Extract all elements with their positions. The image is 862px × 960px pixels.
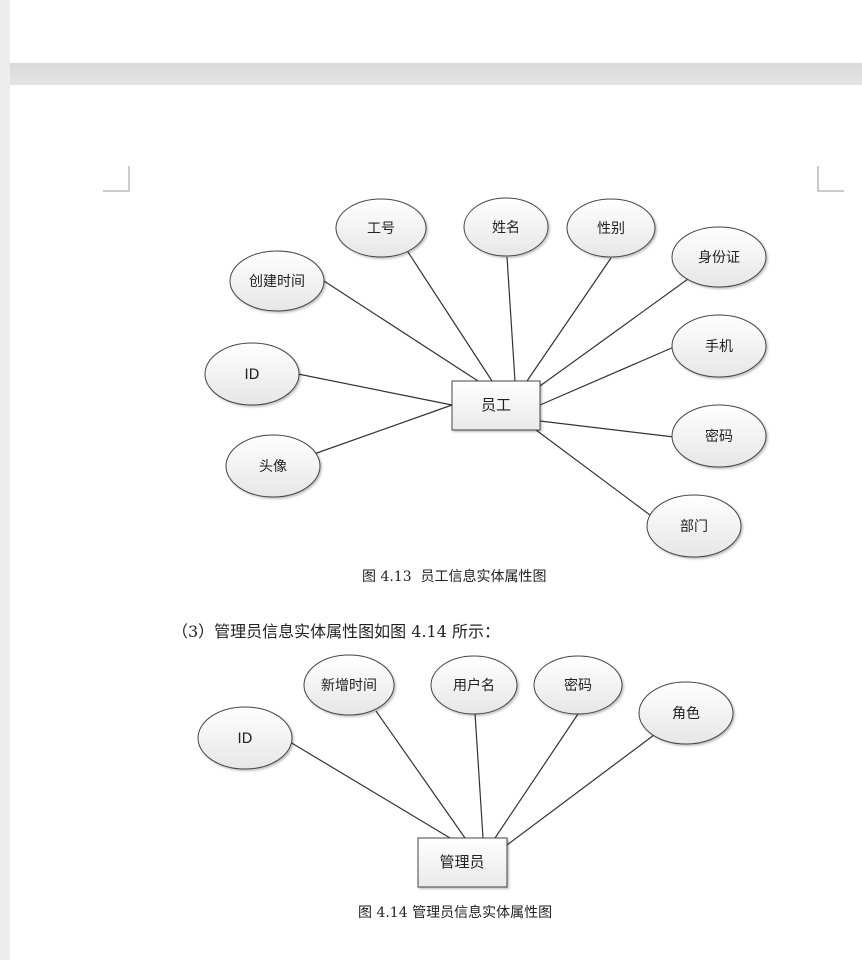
attr-ellipse: 密码 — [533, 655, 623, 715]
figure-caption: 图 4.13 员工信息实体属性图 — [362, 569, 547, 585]
attr-ellipse: 新增时间 — [303, 654, 395, 716]
attr-label: 创建时间 — [249, 274, 305, 290]
attr-label: 工号 — [367, 221, 395, 237]
attr-ellipse: 工号 — [335, 198, 427, 258]
previous-page — [10, 0, 862, 63]
attr-ellipse: 创建时间 — [229, 250, 325, 312]
figure2-entity: 管理员 — [417, 837, 508, 888]
attr-ellipse: 身份证 — [671, 226, 767, 288]
attr-ellipse: 部门 — [646, 494, 742, 558]
attr-ellipse: 头像 — [225, 434, 321, 498]
figure1-connectors — [297, 251, 689, 516]
attr-ellipse: ID — [204, 342, 300, 406]
entity-label: 员工 — [481, 396, 511, 414]
attr-ellipse: ID — [197, 706, 293, 770]
attr-label: 部门 — [680, 519, 708, 535]
attr-label: 身份证 — [698, 250, 740, 266]
attr-ellipse: 用户名 — [430, 655, 518, 715]
attr-label: ID — [238, 731, 253, 747]
attr-ellipse: 手机 — [671, 314, 767, 378]
attr-label: 密码 — [564, 677, 592, 694]
window-left-strip — [0, 0, 10, 960]
figure1-entity: 员工 — [451, 380, 541, 431]
paragraph-text: （3）管理员信息实体属性图如图 4.14 所示： — [172, 622, 500, 641]
figure2-connectors — [289, 710, 655, 846]
attr-label: 头像 — [259, 459, 287, 475]
attr-label: ID — [245, 367, 260, 383]
attr-ellipse: 角色 — [638, 681, 734, 745]
attr-label: 密码 — [705, 428, 733, 445]
attr-label: 用户名 — [453, 677, 495, 694]
margin-corner-marks — [103, 166, 844, 192]
attr-label: 性别 — [597, 221, 625, 237]
attr-label: 手机 — [705, 339, 733, 355]
attr-ellipse: 姓名 — [463, 197, 549, 257]
figure1-attributes: 工号 姓名 性别 身份证 创建时间 ID 头像 手机 密码 部门 — [204, 197, 767, 558]
figure-caption: 图 4.14 管理员信息实体属性图 — [358, 905, 553, 921]
page-separator — [10, 63, 862, 85]
attr-label: 角色 — [672, 705, 700, 722]
entity-label: 管理员 — [439, 853, 484, 871]
attr-ellipse: 密码 — [671, 404, 767, 468]
attr-ellipse: 性别 — [566, 198, 656, 258]
attr-label: 新增时间 — [321, 678, 377, 694]
figure2-attributes: ID 新增时间 用户名 密码 角色 — [197, 654, 734, 770]
attr-label: 姓名 — [492, 220, 520, 236]
